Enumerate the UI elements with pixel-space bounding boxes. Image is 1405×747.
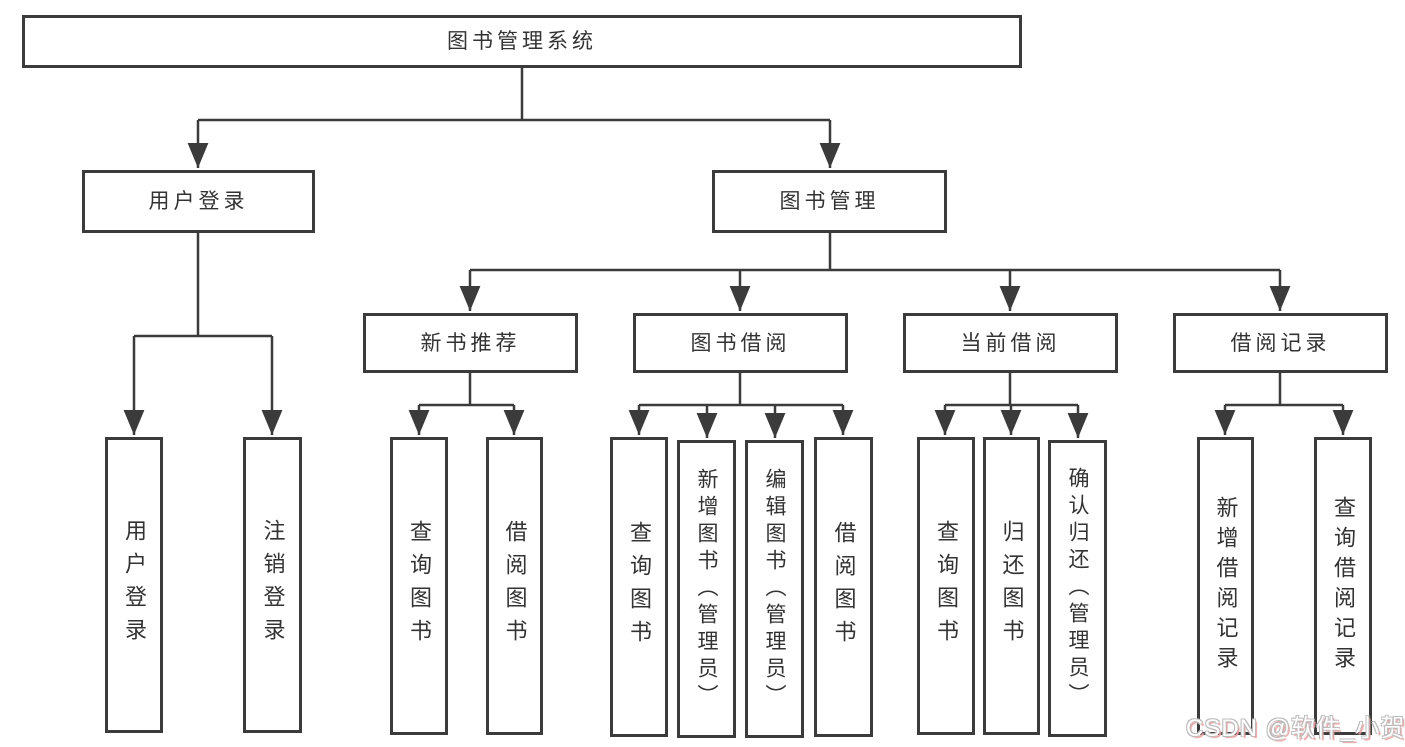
node-leaf-borrow-books-borrowing: 借阅图书 <box>814 437 873 737</box>
node-leaf-query-books-recommend: 查询图书 <box>390 437 448 735</box>
node-leaf-query-books-current: 查询图书 <box>917 437 975 735</box>
node-leaf-query-books-borrowing: 查询图书 <box>610 437 668 737</box>
node-leaf-edit-books-admin: 编辑图书（管理员） <box>745 440 804 738</box>
node-borrowing-records: 借阅记录 <box>1173 313 1388 373</box>
node-leaf-add-books-admin: 新增图书（管理员） <box>677 440 736 738</box>
node-current-borrowing: 当前借阅 <box>903 313 1118 373</box>
node-user-login-branch: 用户登录 <box>82 170 315 233</box>
node-leaf-query-borrow-record: 查询借阅记录 <box>1314 437 1372 735</box>
node-book-management: 图书管理 <box>712 170 947 233</box>
node-leaf-confirm-return-admin: 确认归还（管理员） <box>1048 440 1107 737</box>
node-book-borrowing: 图书借阅 <box>633 313 848 373</box>
node-leaf-logout: 注销登录 <box>243 437 302 733</box>
node-leaf-borrow-books-recommend: 借阅图书 <box>486 437 543 735</box>
node-leaf-user-login: 用户登录 <box>105 437 163 733</box>
node-leaf-add-borrow-record: 新增借阅记录 <box>1197 437 1254 735</box>
csdn-watermark: CSDN @软件_小贺同学 <box>1186 715 1405 742</box>
node-library-management-system: 图书管理系统 <box>22 15 1022 68</box>
node-leaf-return-books: 归还图书 <box>983 437 1040 735</box>
node-new-book-recommend: 新书推荐 <box>363 313 578 373</box>
